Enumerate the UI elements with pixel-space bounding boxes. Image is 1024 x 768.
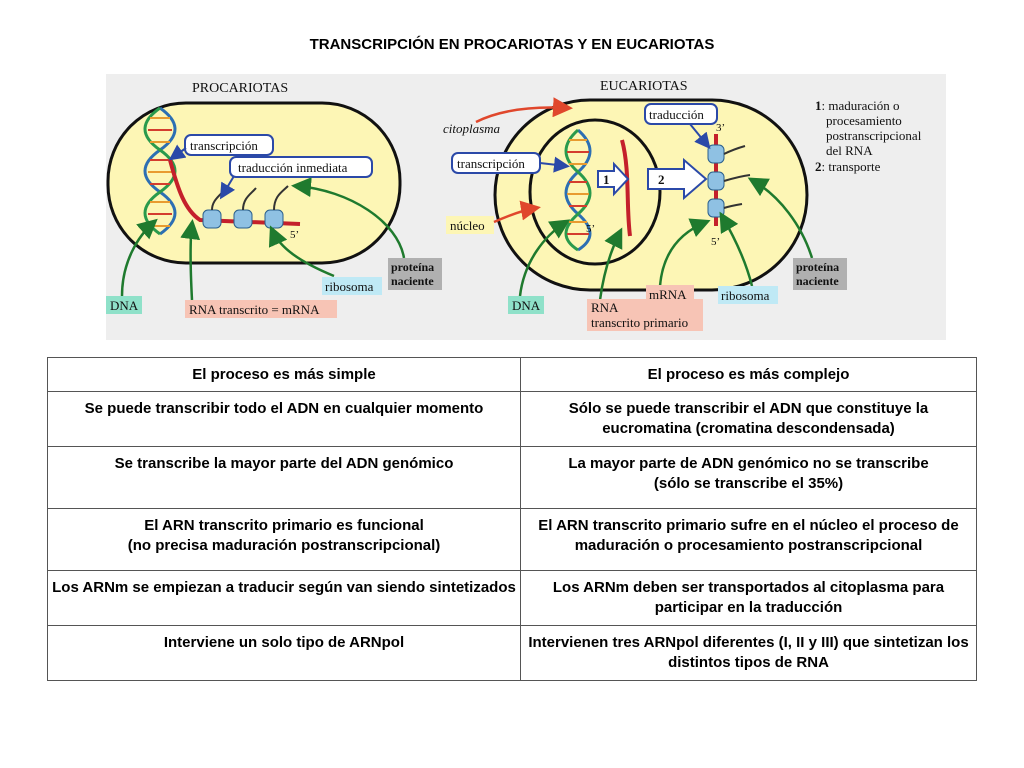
eukaryote-mrna-tag [646,285,694,303]
eukaryote-proteina-arrow [747,177,814,259]
prokaryote-dna-arrow [120,218,158,297]
table-cell-procariotas: El ARN transcrito primario es funcional … [47,508,521,571]
eukaryote-dna-label: DNA [512,298,541,313]
eukaryote-mrna-label: mRNA [649,287,687,302]
eukaryote-rna-label-2: transcrito primario [591,315,688,330]
eukaryote-ribosomes [707,144,751,218]
prokaryote-proteina-label-1: proteína [391,260,434,274]
prokaryote-ribosoma-tag [322,277,382,295]
eukaryote-panel: EUCARIOTAS 5’ 1 2 [443,79,847,331]
legend-step1-number: 1 [815,98,822,113]
prokaryote-traduccion-label: traducción inmediata [238,160,348,175]
eukaryote-nucleo-label: núcleo [450,218,485,233]
eukaryote-proteina-label-1: proteína [796,260,839,274]
legend-step1-text: : maduración o [822,98,900,113]
legend-step2-number: 2 [815,159,822,174]
table-cell-eucariotas: Intervienen tres ARNpol diferentes (I, I… [520,625,977,681]
page-title: TRANSCRIPCIÓN EN PROCARIOTAS Y EN EUCARI… [309,36,715,53]
eukaryote-citoplasma-label: citoplasma [443,121,501,136]
eukaryote-3prime-label: 3’ [716,122,725,134]
prokaryote-ribosoma-arrow [268,225,335,278]
eukaryote-traduccion-box [644,103,718,125]
table-row: El ARN transcrito primario es funcional … [47,508,977,571]
legend-line-4: del RNA [826,143,873,158]
prokaryote-heading: PROCARIOTAS [192,81,288,96]
prokaryote-transcripcion-label: transcripción [190,138,258,153]
eukaryote-citoplasma-arrow [475,97,573,124]
table-row: Se puede transcribir todo el ADN en cual… [47,391,977,447]
eukaryote-primary-transcript [620,139,632,237]
eukaryote-traduccion-arrow [689,123,711,150]
eukaryote-rna-label-1: RNA [591,300,619,315]
prokaryote-panel: PROCARIOTAS 5’ [106,81,442,318]
eukaryote-heading: EUCARIOTAS [600,79,688,94]
table-cell-procariotas: El proceso es más simple [47,357,521,392]
eukaryote-ribosoma-label: ribosoma [721,288,770,303]
eukaryote-rna-tag [587,299,703,331]
table-row: Se transcribe la mayor parte del ADN gen… [47,446,977,509]
eukaryote-5prime-cyto: 5’ [711,236,720,248]
eukaryote-dna-arrow [518,219,571,297]
prokaryote-transcripcion-arrow [168,144,187,161]
prokaryote-traduccion-arrow [219,175,236,200]
legend-line-3: postranscripcional [826,128,922,143]
eukaryote-mrna-arrow [658,218,711,287]
table-cell-procariotas: Los ARNm se empiezan a traducir según va… [47,570,521,626]
eukaryote-transcripcion-arrow [539,156,570,173]
prokaryote-ribosomes [202,185,289,229]
table-cell-procariotas: Interviene un solo tipo de ARNpol [47,625,521,681]
diagram-legend: 1: maduración o procesamiento postranscr… [815,98,922,174]
eukaryote-5prime-nucleus: 5’ [586,223,595,235]
prokaryote-proteina-arrow [291,177,406,259]
transcription-diagram: PROCARIOTAS 5’ [106,74,946,340]
legend-line-1: 1: maduración o [815,98,899,113]
eukaryote-rna-arrow [598,227,623,301]
eukaryote-proteina-label-2: naciente [796,274,839,288]
eukaryote-nucleo-tag [446,216,494,234]
prokaryote-traduccion-box [229,156,373,178]
table-cell-eucariotas: El ARN transcrito primario sufre en el n… [520,508,977,571]
prokaryote-proteina-label-2: naciente [391,274,434,288]
legend-line-5: 2: transporte [815,159,881,174]
eukaryote-step-arrows [597,157,708,201]
prokaryote-dna-label: DNA [110,298,139,313]
eukaryote-ribosoma-tag [718,286,778,304]
eukaryote-dna-tag [508,296,544,314]
eukaryote-step2-label: 2 [658,172,665,187]
table-row: Los ARNm se empiezan a traducir según va… [47,570,977,626]
prokaryote-ribosoma-label: ribosoma [325,279,374,294]
legend-step2-text: : transporte [822,159,881,174]
prokaryote-rna-label: RNA transcrito = mRNA [189,302,320,317]
table-cell-eucariotas: Sólo se puede transcribir el ADN que con… [520,391,977,447]
eukaryote-proteina-tag [793,258,847,290]
eukaryote-ribosoma-arrow [719,211,754,287]
table-cell-eucariotas: El proceso es más complejo [520,357,977,392]
eukaryote-nucleo-arrow [493,200,541,224]
eukaryote-nucleus [528,118,662,266]
table-cell-eucariotas: Los ARNm deben ser transportados al cito… [520,570,977,626]
prokaryote-proteina-tag [388,258,442,290]
prokaryote-rna-tag [185,300,337,318]
prokaryote-dna-tag [106,296,142,314]
prokaryote-5prime-label: 5’ [290,229,299,241]
eukaryote-step1-label: 1 [603,172,610,187]
prokaryote-rna-arrow [180,219,201,301]
table-cell-procariotas: Se puede transcribir todo el ADN en cual… [47,391,521,447]
table-cell-procariotas: Se transcribe la mayor parte del ADN gen… [47,446,521,509]
table-cell-eucariotas: La mayor parte de ADN genómico no se tra… [520,446,977,509]
eukaryote-traduccion-label: traducción [649,107,704,122]
eukaryote-transcripcion-label: transcripción [457,156,525,171]
legend-line-2: procesamiento [826,113,902,128]
